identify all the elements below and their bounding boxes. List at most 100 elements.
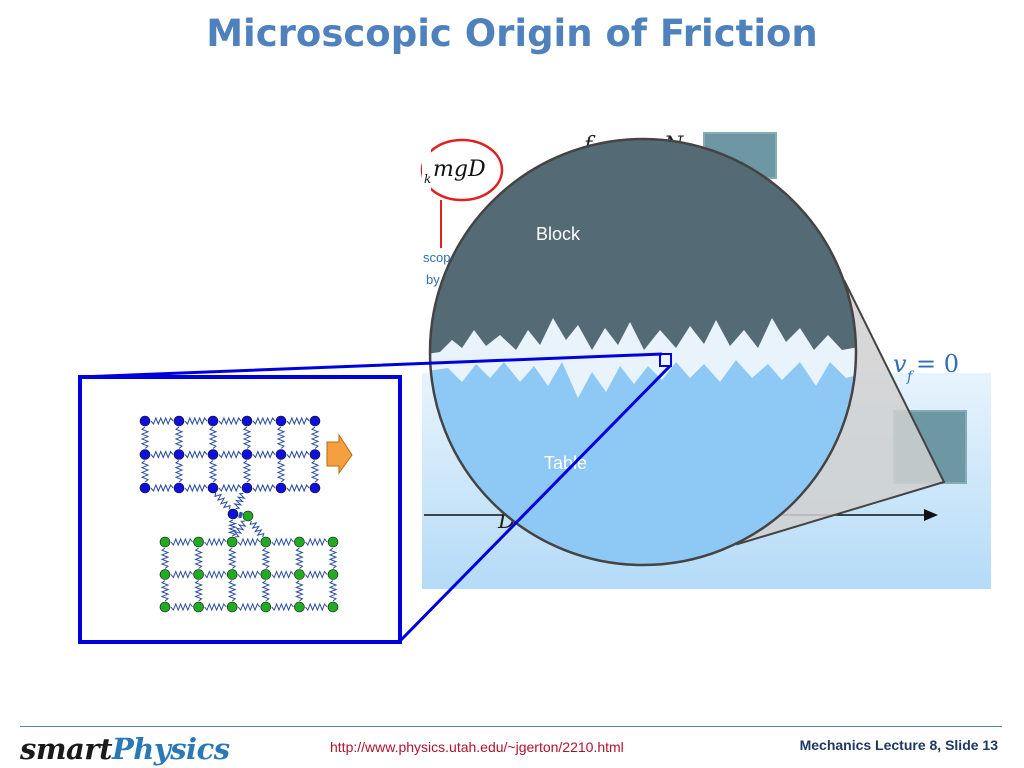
spring bbox=[271, 602, 294, 612]
atom-lattice bbox=[139, 415, 339, 613]
spring bbox=[252, 450, 276, 459]
spring bbox=[184, 450, 208, 459]
callout-note-2: by bbox=[426, 272, 440, 287]
spring bbox=[305, 602, 328, 612]
svg-text:f: f bbox=[906, 369, 915, 385]
spring bbox=[237, 570, 261, 579]
atom bbox=[193, 569, 204, 580]
atom bbox=[159, 536, 171, 548]
atom bbox=[275, 482, 287, 494]
spring bbox=[252, 416, 276, 426]
atom bbox=[226, 569, 238, 580]
spring bbox=[150, 416, 174, 426]
atom bbox=[260, 536, 272, 548]
spring bbox=[150, 483, 174, 493]
spring bbox=[305, 570, 328, 579]
atom bbox=[159, 569, 171, 580]
atom bbox=[309, 415, 321, 427]
spring bbox=[233, 520, 247, 538]
spring bbox=[204, 602, 227, 612]
course-url[interactable]: http://www.physics.utah.edu/~jgerton/221… bbox=[330, 739, 624, 755]
atom bbox=[294, 569, 305, 580]
callout-note-1: scop bbox=[423, 250, 450, 265]
spring bbox=[170, 602, 193, 612]
spring bbox=[271, 537, 294, 547]
spring bbox=[310, 426, 320, 449]
spring bbox=[170, 570, 193, 579]
spring bbox=[204, 537, 227, 547]
spring bbox=[194, 547, 204, 569]
spring bbox=[184, 416, 208, 426]
spring bbox=[140, 460, 150, 483]
smartphysics-logo: smartPhysics bbox=[20, 732, 230, 766]
atom bbox=[241, 482, 253, 494]
atom bbox=[275, 449, 287, 460]
spring bbox=[150, 450, 174, 459]
atom bbox=[294, 601, 305, 613]
atom bbox=[173, 415, 185, 427]
spring bbox=[214, 492, 231, 510]
lattice-inset bbox=[78, 375, 402, 644]
spring bbox=[184, 483, 208, 493]
slide-info: Mechanics Lecture 8, Slide 13 bbox=[799, 737, 998, 753]
svg-text:= 0: = 0 bbox=[916, 350, 959, 378]
atom bbox=[159, 601, 171, 613]
spring bbox=[227, 580, 237, 602]
spring bbox=[194, 580, 204, 602]
atom bbox=[227, 508, 239, 520]
energy-callout: mgD k scop by bbox=[420, 133, 504, 287]
spring bbox=[276, 460, 286, 483]
spring bbox=[261, 580, 271, 602]
atom bbox=[275, 415, 287, 427]
spring bbox=[233, 492, 246, 510]
spring bbox=[174, 426, 184, 449]
atom bbox=[173, 449, 185, 460]
spring bbox=[242, 426, 252, 449]
slide-title: Microscopic Origin of Friction bbox=[206, 12, 818, 55]
spring bbox=[174, 460, 184, 483]
spring bbox=[218, 450, 242, 459]
spring bbox=[208, 426, 218, 449]
footer-divider bbox=[20, 726, 1002, 727]
zoom-connector bbox=[79, 352, 672, 643]
spring bbox=[252, 483, 276, 493]
atom bbox=[309, 482, 321, 494]
spring bbox=[261, 547, 271, 569]
spring bbox=[170, 537, 193, 547]
svg-text:v: v bbox=[893, 350, 907, 378]
atom bbox=[193, 536, 204, 548]
push-arrow bbox=[326, 433, 353, 475]
atom bbox=[260, 601, 272, 613]
spring bbox=[208, 460, 218, 483]
atom bbox=[207, 415, 219, 427]
atom bbox=[139, 415, 151, 427]
callout-equation: mgD bbox=[433, 157, 486, 182]
spring bbox=[294, 547, 304, 569]
spring bbox=[294, 580, 304, 602]
callout-subscript: k bbox=[424, 172, 431, 186]
spring bbox=[204, 570, 227, 579]
atom bbox=[260, 569, 272, 580]
spring bbox=[238, 511, 243, 519]
spring bbox=[237, 602, 261, 612]
spring bbox=[328, 580, 338, 602]
spring bbox=[286, 483, 310, 493]
atom bbox=[139, 449, 151, 460]
atom bbox=[241, 449, 253, 460]
atom bbox=[173, 482, 185, 494]
table-label: Table bbox=[544, 453, 587, 473]
spring bbox=[286, 450, 310, 459]
spring bbox=[310, 460, 320, 483]
spring bbox=[140, 426, 150, 449]
spring bbox=[328, 547, 338, 569]
spring bbox=[242, 460, 252, 483]
spring bbox=[249, 520, 265, 538]
spring bbox=[305, 537, 328, 547]
spring bbox=[218, 416, 242, 426]
vf-equation: v f = 0 bbox=[893, 350, 959, 385]
atom bbox=[327, 569, 339, 580]
spring bbox=[218, 483, 242, 493]
spring bbox=[286, 416, 310, 426]
atom bbox=[242, 510, 254, 522]
